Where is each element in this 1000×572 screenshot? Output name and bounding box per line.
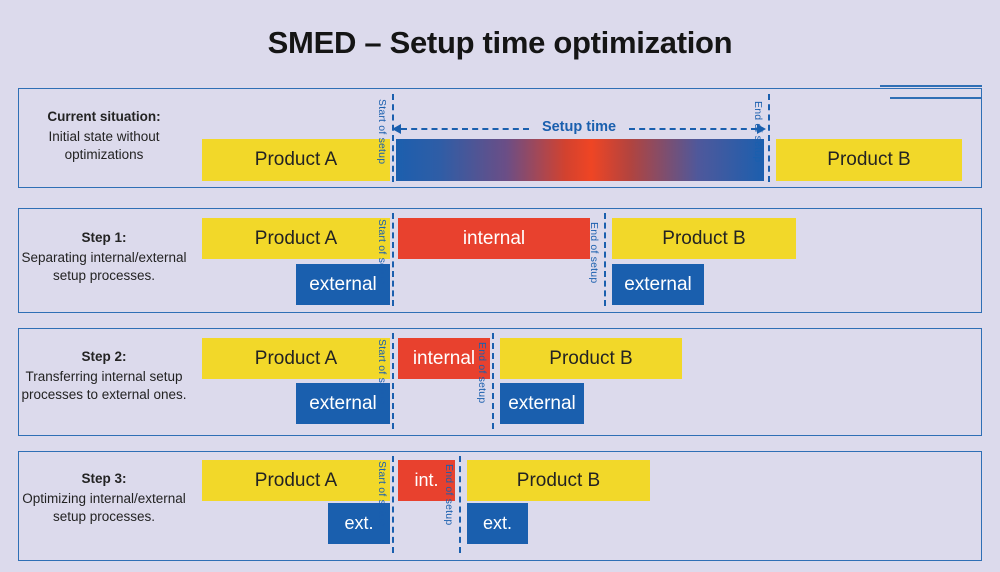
bar-internal: internal [398,338,490,379]
caption-step-2: Step 2: Transferring internal setup proc… [14,348,194,405]
bar-product-b: Product B [612,218,796,259]
marker-end-of-setup [604,213,606,306]
caption-title: Step 1: [81,230,127,245]
caption-step-1: Step 1: Separating internal/external set… [14,229,194,286]
bar-label: int. [414,470,439,490]
marker-label-end-of-setup: End of setup [476,342,488,404]
bar-label: external [624,273,692,295]
bar-setup-gradient [396,139,764,181]
caption-body: Initial state without optimizations [48,128,160,163]
marker-start-of-setup [392,456,394,553]
bar-label: Product A [254,227,338,249]
marker-end-of-setup [459,456,461,553]
bar-product-b: Product B [467,460,650,501]
arrow-head-right-icon [757,123,766,134]
bar-label: internal [462,227,526,249]
setup-time-arrow: Setup time [392,119,766,137]
marker-start-of-setup [392,333,394,429]
caption-current-situation: Current situation: Initial state without… [14,108,194,165]
row-panel-step-1 [18,208,982,313]
marker-end-of-setup [768,94,770,182]
bar-external-right: external [500,383,584,424]
row-panel-step-3 [18,451,982,561]
bar-product-a: Product A [202,460,390,501]
marker-label-end-of-setup: End of setup [588,222,600,284]
row-panel-current-situation [18,88,982,188]
row-panel-step-2 [18,328,982,436]
bar-label: Product B [662,227,746,249]
marker-label-end-of-setup: End of setup [752,101,764,163]
bar-label: internal [412,347,476,369]
bar-label: Product A [254,149,338,170]
marker-end-of-setup [492,333,494,429]
bar-label: ext. [344,513,374,533]
bar-label: Product B [549,347,633,369]
bar-product-b: Product B [500,338,682,379]
bar-label: Product B [516,469,601,491]
bar-internal: internal [398,218,590,259]
bar-product-a: Product A [202,218,390,259]
caption-title: Step 2: [81,349,127,364]
bar-product-a: Product A [202,139,390,181]
bar-label: Product B [827,149,911,170]
marker-label-start-of-setup: Start of setup [376,99,388,165]
bar-external-left: ext. [328,503,390,544]
bar-label: Product A [254,469,338,491]
marker-start-of-setup [392,94,394,182]
bar-label: external [508,392,576,414]
page-title: SMED – Setup time optimization [267,25,733,60]
caption-title: Step 3: [81,471,127,486]
marker-start-of-setup [392,213,394,306]
bar-label: ext. [482,513,512,533]
bar-label: external [309,392,377,414]
bar-external-right: external [612,264,704,305]
setup-time-label: Setup time [541,119,617,135]
bar-external-left: external [296,264,390,305]
arrow-head-left-icon [392,123,401,134]
caption-body: Separating internal/external setup proce… [21,249,187,284]
bar-product-b: Product B [776,139,962,181]
marker-label-start-of-setup: Start of setup [376,339,388,405]
bar-label: Product A [254,347,338,369]
caption-title: Current situation: [47,109,161,124]
bar-product-a: Product A [202,338,390,379]
bar-external-left: external [296,383,390,424]
marker-label-start-of-setup: Start of setup [376,219,388,285]
marker-label-end-of-setup: End of setup [443,464,455,526]
caption-step-3: Step 3: Optimizing internal/external set… [14,470,194,527]
caption-body: Transferring internal setup processes to… [21,368,187,403]
marker-label-start-of-setup: Start of setup [376,461,388,527]
bar-external-right: ext. [467,503,528,544]
caption-body: Optimizing internal/external setup proce… [22,490,186,525]
bar-internal: int. [398,460,455,501]
bar-label: external [309,273,377,295]
